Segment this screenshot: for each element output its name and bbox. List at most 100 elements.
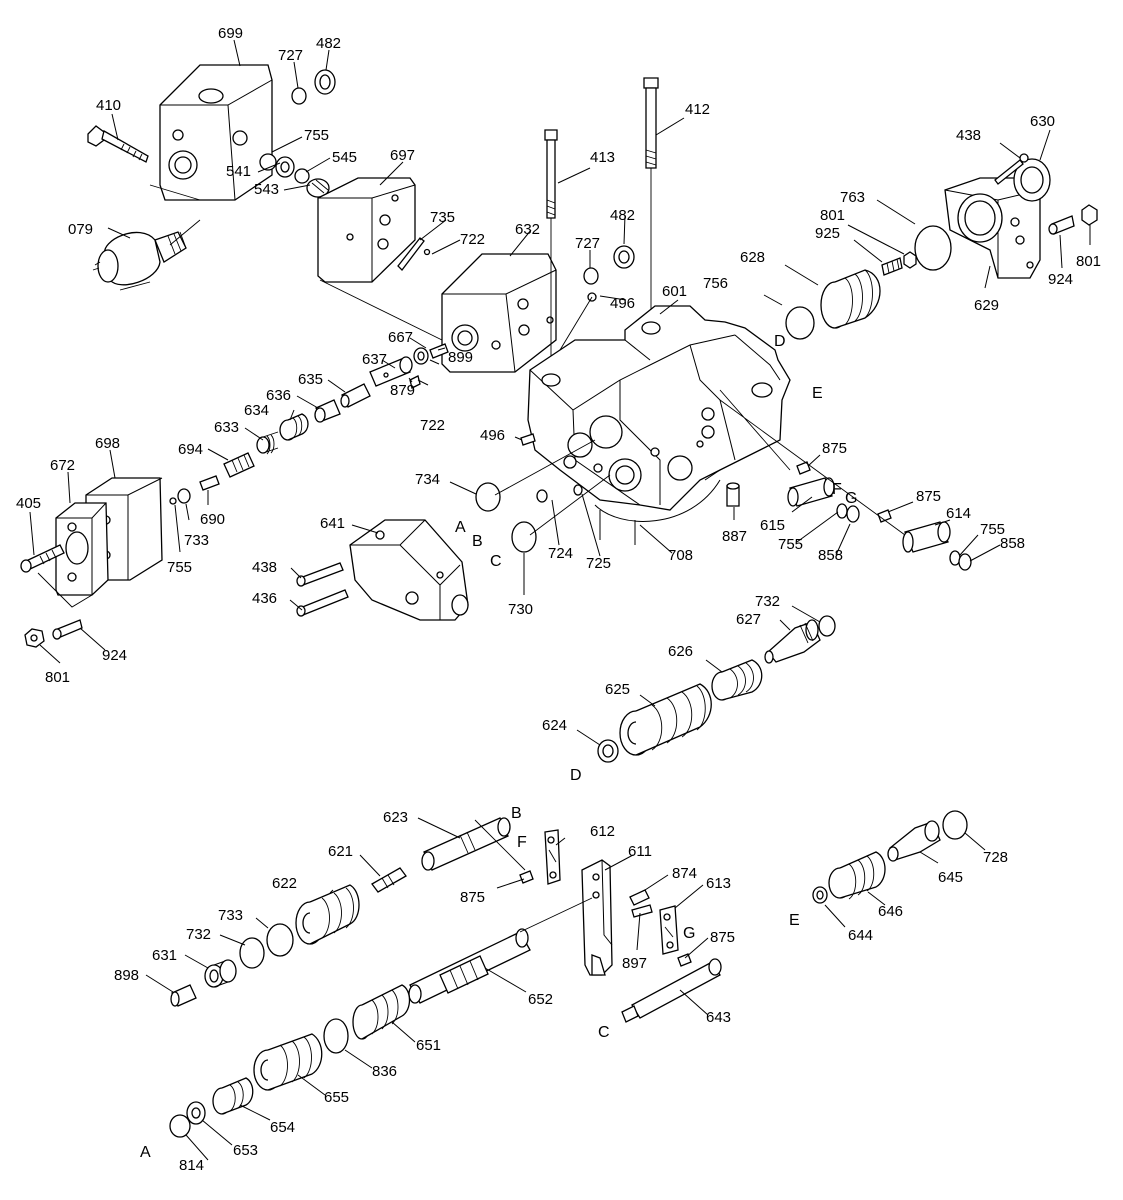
part-635-sleeve [340, 383, 371, 408]
callout-label: 722 [460, 231, 485, 248]
callout-label: 722 [420, 417, 445, 434]
part-897-pin [631, 904, 653, 918]
callout-label: 924 [1048, 271, 1073, 288]
callout-label: 482 [610, 207, 635, 224]
part-634-spring [279, 413, 309, 441]
part-858-ring [846, 505, 860, 523]
part-651-spool [352, 984, 411, 1040]
callout-label: 756 [703, 275, 728, 292]
callout-label: 725 [586, 555, 611, 572]
reference-letter: A [455, 519, 466, 536]
part-543-seat [306, 178, 330, 198]
part-733-oring-2 [266, 923, 294, 957]
callout-label: 858 [818, 547, 843, 564]
part-875-pin [796, 461, 811, 475]
part-697-cover [317, 177, 416, 283]
part-612-lever [544, 829, 561, 885]
callout-label: 612 [590, 823, 615, 840]
part-413-bolt [544, 129, 558, 375]
part-412-bolt [643, 77, 659, 325]
callout-label: 412 [685, 101, 710, 118]
callout-label: 496 [610, 295, 635, 312]
part-482-plug [314, 69, 336, 95]
part-694-plug [223, 452, 255, 478]
callout-label: 898 [114, 967, 139, 984]
part-622-spring [295, 884, 360, 945]
callout-label: 646 [878, 903, 903, 920]
part-545-ball [294, 168, 310, 184]
reference-letter: C [490, 553, 502, 570]
callout-label: 655 [324, 1089, 349, 1106]
callout-label: 801 [45, 669, 70, 686]
part-722-pin [423, 248, 431, 256]
callout-label: 887 [722, 528, 747, 545]
callout-label: 630 [1030, 113, 1055, 130]
part-730-oring [511, 521, 537, 553]
callout-label: 925 [815, 225, 840, 242]
callout-label: 623 [383, 809, 408, 826]
part-626-spring [711, 659, 763, 701]
part-611-lever [581, 859, 613, 976]
reference-letter: A [140, 1144, 151, 1161]
callout-label: 836 [372, 1063, 397, 1080]
part-627-spool [764, 619, 821, 664]
part-899-ring [413, 347, 429, 365]
part-436-screw [296, 589, 349, 617]
part-875-pin-3 [519, 870, 534, 884]
callout-label: 732 [755, 593, 780, 610]
callout-label: 694 [178, 441, 203, 458]
part-410-bolt [87, 125, 149, 163]
callout-label: 438 [956, 127, 981, 144]
part-756-oring [785, 306, 815, 340]
part-924-stud [1048, 215, 1075, 235]
part-874-pin [629, 889, 650, 906]
part-814-oring [169, 1114, 191, 1138]
callout-label: 801 [1076, 253, 1101, 270]
part-732-oring-2 [239, 937, 265, 969]
reference-letter: B [472, 533, 483, 550]
part-875-pin-4 [677, 953, 692, 967]
callout-label: 637 [362, 351, 387, 368]
callout-label: 413 [590, 149, 615, 166]
callout-label: 755 [980, 521, 1005, 538]
callout-label: 624 [542, 717, 567, 734]
part-667-pin [429, 343, 449, 359]
part-601-housing [527, 305, 791, 545]
part-632-block [441, 253, 557, 373]
callout-label: 635 [298, 371, 323, 388]
callout-label: 405 [16, 495, 41, 512]
callout-label: 924 [102, 647, 127, 664]
part-613-lever [659, 905, 679, 955]
part-734-oring [475, 482, 501, 512]
callout-label: 625 [605, 681, 630, 698]
part-755-oring-2 [169, 497, 177, 505]
callout-label: 801 [820, 207, 845, 224]
part-652-spool [408, 897, 593, 1004]
callout-label: 814 [179, 1157, 204, 1174]
callout-label: 651 [416, 1037, 441, 1054]
reference-letter: D [570, 767, 582, 784]
part-801-nut [903, 251, 917, 269]
callout-label: 652 [528, 991, 553, 1008]
part-646-spring [828, 851, 886, 900]
part-653-ring [186, 1101, 206, 1125]
callout-label: 727 [278, 47, 303, 64]
part-625-spring [619, 683, 712, 756]
part-496-plug-2 [520, 433, 536, 446]
part-858-ring-2 [958, 553, 972, 571]
part-727-oring [291, 87, 307, 105]
callout-label: 699 [218, 25, 243, 42]
part-735-pin [397, 237, 425, 271]
callout-label: 643 [706, 1009, 731, 1026]
callout-label: 611 [628, 843, 652, 860]
part-924-stud-2 [52, 619, 83, 640]
callout-label: 629 [974, 297, 999, 314]
callout-label: 690 [200, 511, 225, 528]
callout-label: 545 [332, 149, 357, 166]
part-728-oring [942, 810, 968, 840]
callout-label: 875 [710, 929, 735, 946]
part-623-piston [421, 817, 511, 871]
callout-label: 631 [152, 947, 177, 964]
callout-label: 615 [760, 517, 785, 534]
